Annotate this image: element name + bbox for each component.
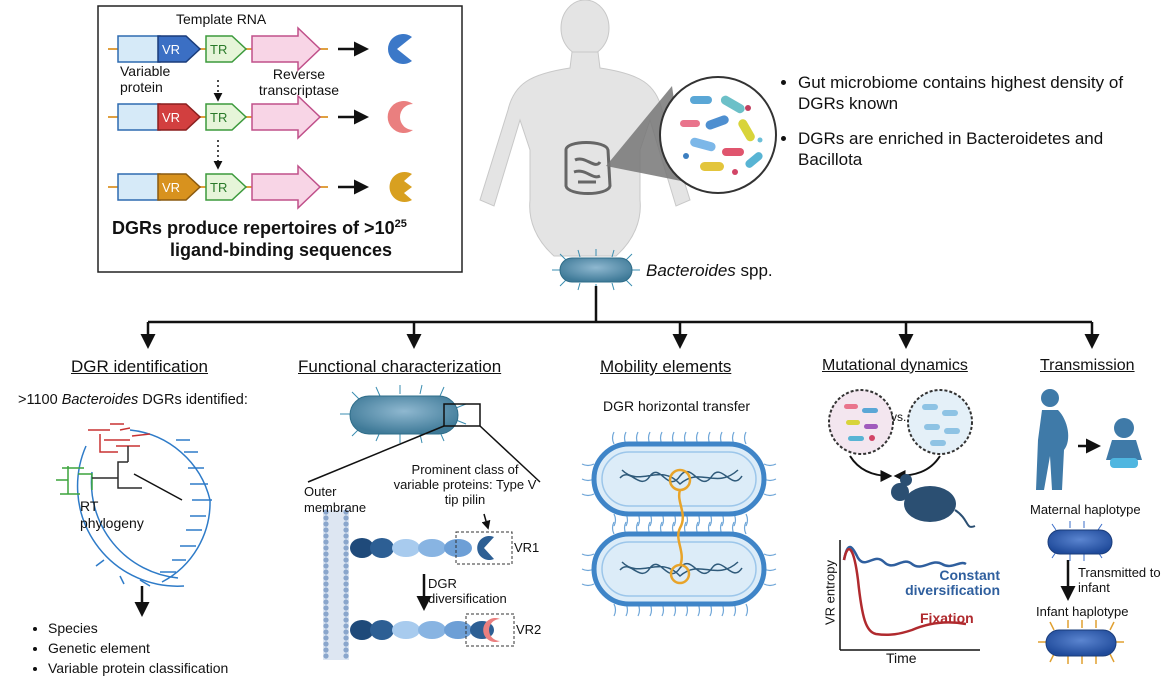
- bullet-genetic-element: Genetic element: [48, 638, 228, 658]
- tr-label-3: TR: [210, 180, 228, 195]
- phylogeny-tree: [56, 423, 212, 587]
- zoom-box: [443, 403, 481, 427]
- infant-bacterium: [1038, 620, 1124, 664]
- entropy-axis-label: VR entropy: [822, 559, 838, 626]
- vr-label-1: VR: [162, 42, 181, 57]
- vr-gene-1: [157, 35, 202, 63]
- outer-membrane-label: Outer membrane: [304, 484, 367, 515]
- infant-icon: [1106, 418, 1142, 468]
- mouse-icon: [891, 474, 976, 528]
- constant-label: Constant diversification: [905, 567, 1000, 598]
- vs-label: vs.: [891, 410, 907, 424]
- intestine-icon: [564, 141, 612, 195]
- human-silhouette: [479, 0, 691, 257]
- pilin-vr2: [350, 613, 515, 647]
- title-mobility: Mobility elements: [600, 357, 732, 376]
- tr-gene-1: [205, 35, 248, 63]
- microbiome-comparison: [828, 389, 973, 482]
- conjugating-cells: [581, 431, 777, 617]
- maternal-label: Maternal haplotype: [1030, 502, 1141, 517]
- reverse-transcriptase-label: Reverse transcriptase: [258, 66, 340, 98]
- membrane-lipids: [323, 509, 349, 659]
- maternal-bacterium: [1047, 521, 1113, 561]
- vr-gene-2: [157, 103, 202, 131]
- horizontal-transfer-label: DGR horizontal transfer: [603, 398, 751, 414]
- gut-bullet-1: Gut microbiome contains highest density …: [798, 72, 1138, 114]
- vr-label-3: VR: [162, 180, 181, 195]
- tr-gene-3: [205, 173, 248, 201]
- bacteroides-cell: [552, 249, 640, 291]
- microbes: [680, 95, 763, 175]
- tr-label-2: TR: [210, 110, 228, 125]
- vr2-label: VR2: [516, 622, 542, 637]
- entropy-plot: [839, 540, 980, 651]
- bacteroides-label: Bacteroides spp.: [646, 261, 773, 280]
- dgr-row-2: [108, 94, 413, 140]
- vr-label-2: VR: [162, 110, 181, 125]
- title-identification: DGR identification: [71, 357, 209, 376]
- microbiome-circle: [659, 76, 777, 194]
- branch-lines: [148, 286, 1092, 324]
- fixation-label: Fixation: [920, 610, 974, 626]
- diversification-label: DGR diversification: [428, 576, 507, 606]
- dgr-row-3: [108, 164, 412, 210]
- vr1-label: VR1: [514, 540, 540, 555]
- ligand-binder-2: [387, 100, 413, 133]
- rt-phylogeny-label: RT phylogeny: [80, 498, 144, 531]
- bullet-species: Species: [48, 618, 228, 638]
- dgr-headline: DGRs produce repertoires of >1025: [112, 218, 407, 238]
- prominent-class-label: Prominent class of variable proteins: Ty…: [393, 462, 537, 507]
- rt-gene-1: [251, 26, 322, 72]
- pregnant-icon: [1036, 389, 1069, 490]
- title-mutational: Mutational dynamics: [822, 357, 968, 374]
- rt-gene-3: [251, 164, 322, 210]
- transmitted-label: Transmitted to infant: [1078, 565, 1161, 595]
- dgr-headline-2: ligand-binding sequences: [170, 240, 393, 260]
- bullet-variable-protein: Variable protein classification: [48, 658, 228, 678]
- vr-gene-3: [157, 173, 202, 201]
- time-axis-label: Time: [886, 650, 917, 666]
- dgr-row-1: [108, 26, 412, 72]
- template-rna-label: Template RNA: [176, 11, 267, 27]
- title-transmission: Transmission: [1040, 357, 1135, 374]
- branch-arrows: [140, 322, 1100, 349]
- pilin-bacterium: [340, 384, 467, 444]
- gut-bullet-2: DGRs are enriched in Bacteroidetes and B…: [798, 128, 1138, 170]
- ligand-binder-1: [388, 34, 412, 65]
- pilin-vr1: [350, 531, 513, 565]
- tr-label-1: TR: [210, 42, 228, 57]
- variable-protein-label: Variable protein: [120, 63, 171, 95]
- ligand-binder-3: [389, 172, 412, 202]
- dgr-count: >1100 Bacteroides DGRs identified:: [18, 392, 248, 408]
- tr-gene-2: [205, 103, 248, 131]
- title-functional: Functional characterization: [298, 357, 502, 376]
- rt-gene-2: [251, 94, 322, 140]
- infant-label: Infant haplotype: [1036, 604, 1129, 619]
- identification-bullets: Species Genetic element Variable protein…: [30, 618, 228, 678]
- gut-bullets: Gut microbiome contains highest density …: [780, 72, 1138, 184]
